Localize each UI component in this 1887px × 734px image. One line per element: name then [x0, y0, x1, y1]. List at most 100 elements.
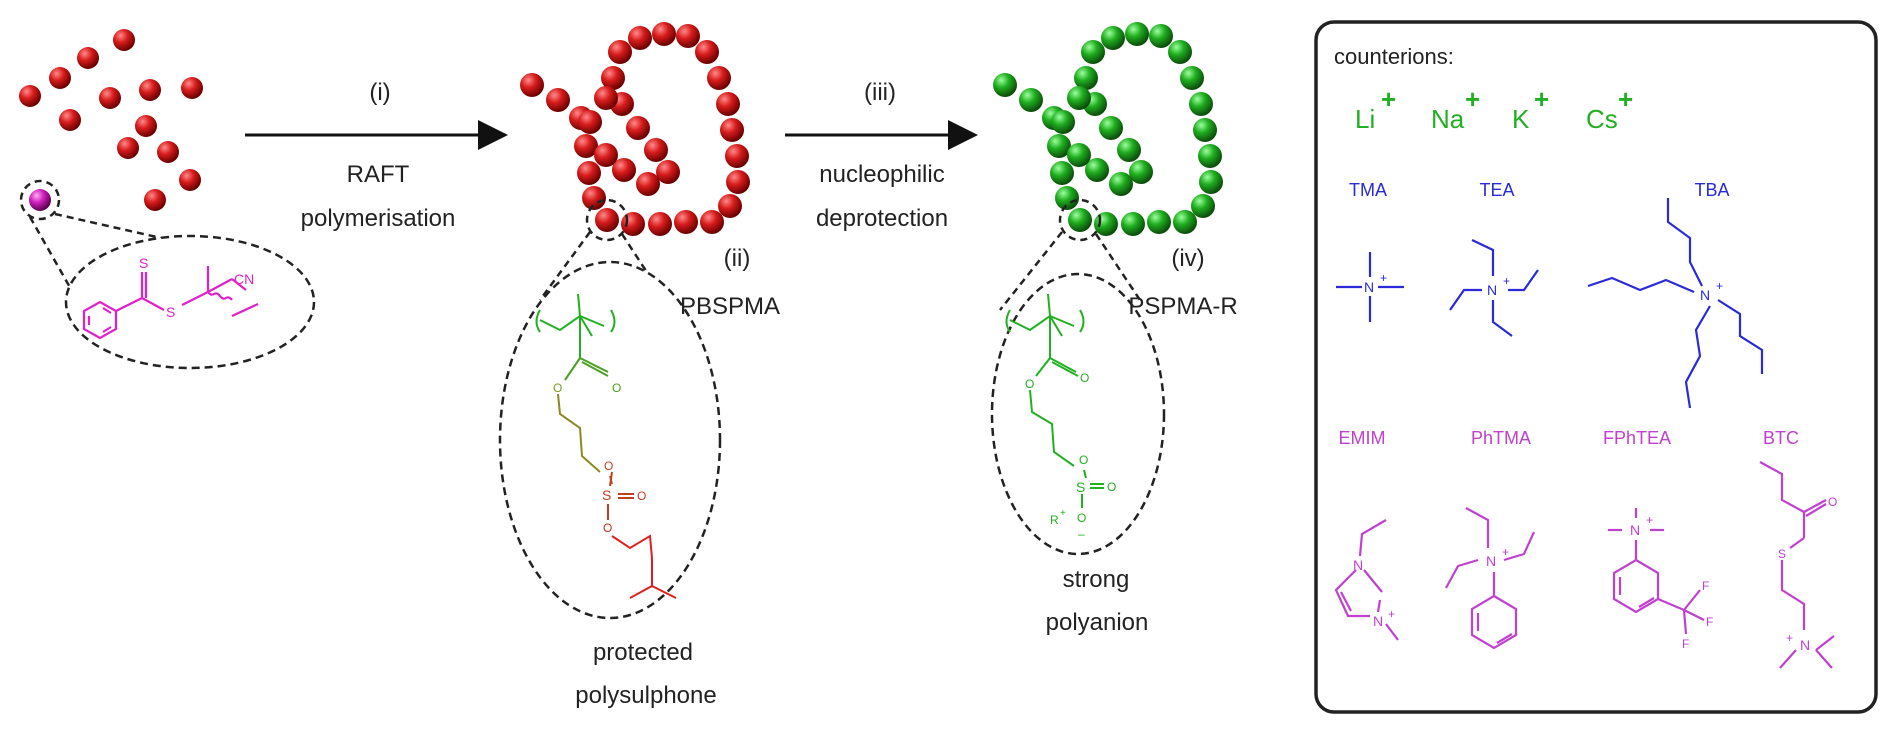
- metal-ion-na-charge: +: [1465, 84, 1480, 114]
- pbspma-bead: [644, 138, 668, 162]
- monomer-beads: [19, 29, 203, 211]
- label-tma: TMA: [1349, 180, 1387, 200]
- phtma-plus: +: [1502, 545, 1509, 559]
- pbspma-o3: O: [637, 489, 646, 503]
- pbspma-bead: [594, 143, 618, 167]
- pbspma-bead: [577, 161, 601, 185]
- pspma-bead: [1189, 92, 1213, 116]
- pbspma-bead: [676, 24, 700, 48]
- label-phtma: PhTMA: [1471, 428, 1531, 448]
- pspma-zoom-ellipse: [990, 272, 1166, 556]
- monomer-bead: [113, 29, 135, 51]
- fphtea-nitrogen: N: [1630, 522, 1640, 538]
- monomer-bead: [181, 77, 203, 99]
- pbspma-bead: [601, 66, 625, 90]
- pbspma-bead: [608, 40, 632, 64]
- pbspma-bead: [628, 26, 652, 50]
- step2-line1: nucleophilic: [819, 161, 944, 188]
- pspma-bead: [1121, 212, 1145, 236]
- fphtea-f1: F: [1702, 579, 1709, 593]
- fphtea-f2: F: [1706, 615, 1713, 629]
- pspma-bead: [1055, 186, 1079, 210]
- pspma-o2: O: [1025, 377, 1034, 391]
- pbspma-zoom-ellipse: [498, 260, 722, 620]
- pbspma-bead: [695, 40, 719, 64]
- pspma-bead: [1019, 88, 1043, 112]
- monomer-bead: [144, 189, 166, 211]
- pspma-desc2: polyanion: [1046, 609, 1149, 636]
- monomer-bead: [179, 169, 201, 191]
- label-emim: EMIM: [1339, 428, 1386, 448]
- metal-ion-li-charge: +: [1381, 84, 1396, 114]
- metal-ion-cs: Cs: [1586, 104, 1618, 134]
- pbspma-bead: [578, 110, 602, 134]
- tma-plus: +: [1380, 271, 1387, 285]
- monomer-bead: [77, 47, 99, 69]
- btc-plus: +: [1786, 631, 1793, 645]
- pbspma-bead: [595, 208, 619, 232]
- pspma-bead: [1067, 86, 1091, 110]
- pbspma-bead: [707, 66, 731, 90]
- pspma-bead: [1191, 194, 1215, 218]
- counterion-panel: [1314, 20, 1878, 714]
- pspma-bead: [1047, 134, 1071, 158]
- pspma-o4: O: [1079, 453, 1088, 467]
- emim-n2: N: [1373, 613, 1383, 629]
- pbspma-sulfur: S: [602, 487, 611, 503]
- pbspma-zoom-line-1: [538, 231, 592, 301]
- btc-oxygen: O: [1828, 495, 1837, 509]
- pspma-chain-beads: [993, 22, 1223, 236]
- pbspma-roman: (ii): [724, 245, 751, 272]
- pspma-bead: [993, 73, 1017, 97]
- pspma-zoom-line-2: [1094, 233, 1142, 301]
- pspma-desc1: strong: [1063, 566, 1130, 593]
- pspma-bead: [1147, 210, 1171, 234]
- monomer-bead: [49, 67, 71, 89]
- step2-line2: deprotection: [816, 205, 948, 232]
- pbspma-bead: [726, 170, 750, 194]
- pbspma-bead: [718, 194, 742, 218]
- tma-nitrogen: N: [1364, 279, 1374, 295]
- pbspma-bead: [612, 158, 636, 182]
- emim-plus: +: [1388, 607, 1395, 621]
- tma-structure: [1336, 252, 1404, 322]
- pspma-name: PSPMA-R: [1128, 293, 1237, 320]
- pbspma-bead: [574, 134, 598, 158]
- pspma-r-plus: +: [1060, 508, 1066, 519]
- monomer-bead: [99, 87, 121, 109]
- pbspma-bead: [520, 73, 544, 97]
- tba-structure: [1587, 198, 1764, 409]
- pbspma-bead: [546, 88, 570, 112]
- monomer-bead: [135, 115, 157, 137]
- pspma-bead: [1149, 24, 1173, 48]
- pbspma-repeat-unit: [535, 293, 677, 599]
- metal-ion-na: Na: [1431, 104, 1465, 134]
- btc-sulfur: S: [1778, 547, 1786, 561]
- pbspma-bead: [656, 160, 680, 184]
- metal-ions: Li + Na + K + Cs +: [1355, 84, 1633, 134]
- pspma-bead: [1094, 212, 1118, 236]
- tea-nitrogen: N: [1487, 282, 1497, 298]
- monomer-bead: [117, 137, 139, 159]
- tea-structure: [1449, 239, 1539, 337]
- pbspma-bead: [725, 144, 749, 168]
- pbspma-chain-beads: [520, 22, 750, 236]
- pspma-roman: (iv): [1171, 245, 1204, 272]
- metal-ion-li: Li: [1355, 104, 1375, 134]
- pspma-repeat-unit: [1005, 293, 1104, 508]
- pspma-bead: [1050, 161, 1074, 185]
- emim-structure: [1334, 519, 1399, 641]
- btc-nitrogen: N: [1800, 637, 1810, 653]
- pbspma-desc2: polysulphone: [575, 682, 716, 709]
- pbspma-bead: [648, 212, 672, 236]
- pspma-bead: [1068, 208, 1092, 232]
- cta-nitrile: CN: [234, 271, 254, 287]
- btc-structure: [1759, 461, 1835, 669]
- monomer-bead: [157, 141, 179, 163]
- pspma-bead: [1180, 66, 1204, 90]
- fphtea-f3: F: [1682, 637, 1689, 651]
- pspma-bead: [1193, 118, 1217, 142]
- pspma-zoom-line-1: [999, 231, 1063, 311]
- pspma-bead: [1198, 144, 1222, 168]
- pbspma-zoom-circle: [585, 198, 629, 242]
